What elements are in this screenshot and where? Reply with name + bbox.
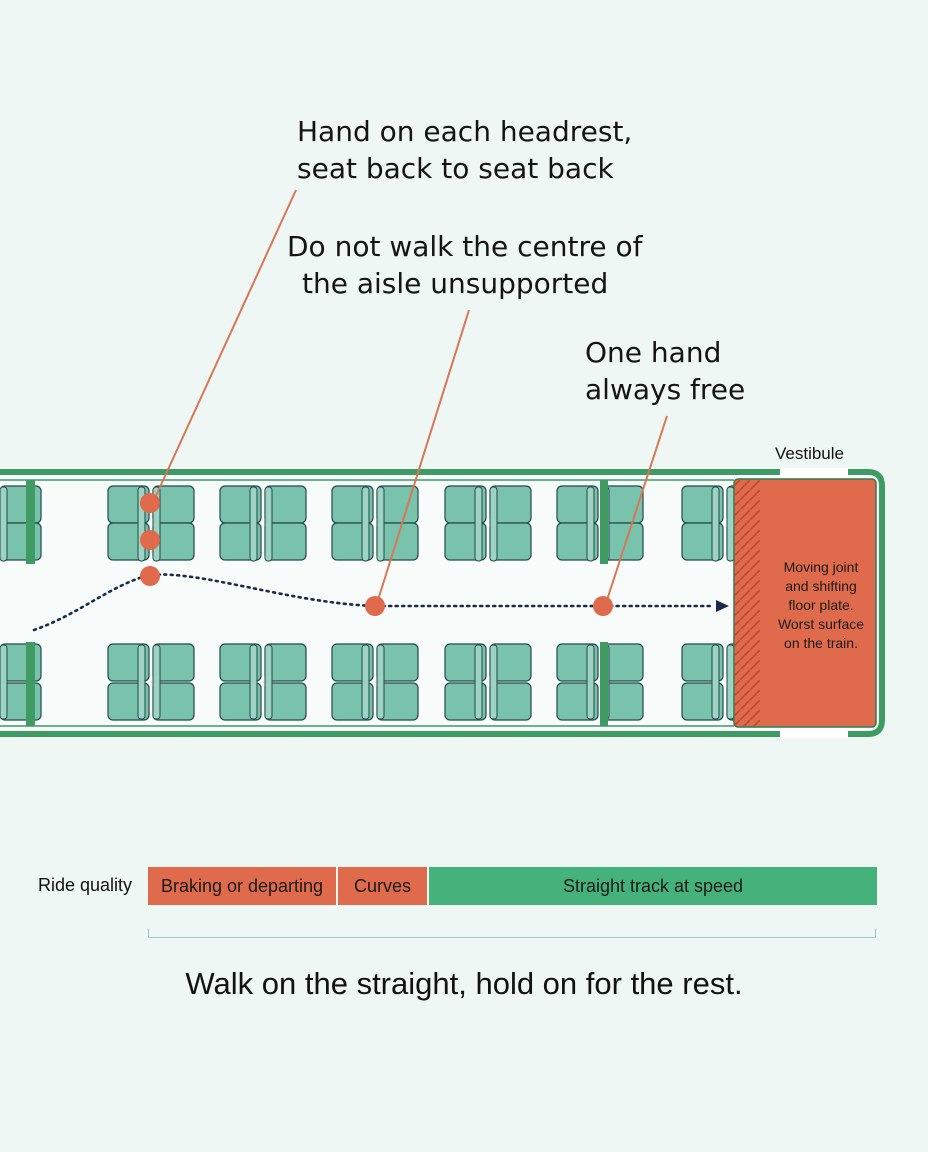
seat-back (376, 486, 385, 562)
timeline-bracket (148, 929, 876, 938)
walking-path (32, 573, 714, 632)
seat-back (0, 644, 8, 720)
tagline: Walk on the straight, hold on for the re… (185, 966, 743, 1001)
callout-line: Do not walk the centre of (287, 230, 643, 263)
note-line: Moving joint (783, 559, 859, 575)
seat-back (474, 644, 483, 720)
leader-line (377, 309, 470, 601)
segment-straight-track: Straight track at speed (429, 867, 877, 905)
callout-line: always free (585, 373, 746, 406)
seat-back (489, 644, 498, 720)
seat-back (726, 486, 735, 562)
callout-line: the aisle unsupported (302, 267, 609, 300)
seat-back (376, 644, 385, 720)
moving-joint-note: Moving joint and shifting floor plate. W… (766, 558, 876, 653)
seat-back (249, 486, 258, 562)
partition (600, 480, 608, 564)
path-arrowhead (716, 600, 729, 612)
leader-line (606, 415, 668, 601)
segment-braking-or-departing: Braking or departing (148, 867, 336, 905)
door-bottom (780, 729, 848, 738)
leader-line (154, 189, 297, 499)
seat-back (726, 644, 735, 720)
headrest-marker (140, 530, 160, 550)
callout-aisle: Do not walk the centre of the aisle unsu… (287, 228, 643, 302)
seat-back (137, 644, 146, 720)
callout-line: Hand on each headrest, (297, 115, 633, 148)
note-line: on the train. (784, 635, 858, 651)
seat-back (586, 644, 595, 720)
partition (26, 642, 35, 726)
seat-back (586, 486, 595, 562)
seat-back (711, 486, 720, 562)
seat-back (361, 644, 370, 720)
seat-back (711, 644, 720, 720)
seat-back (361, 486, 370, 562)
partition (26, 480, 35, 564)
callout-line: seat back to seat back (297, 152, 614, 185)
gangway-hatching (734, 480, 760, 726)
seat-rows (0, 485, 769, 721)
headrest-marker (140, 566, 160, 586)
segment-curves: Curves (338, 867, 427, 905)
seat-back (249, 644, 258, 720)
note-line: and shifting (785, 578, 857, 594)
partition (600, 642, 608, 726)
seat-back (489, 486, 498, 562)
note-line: Worst surface (777, 616, 865, 632)
seat-back (264, 486, 273, 562)
note-line: floor plate. (788, 597, 854, 613)
ride-quality-label: Ride quality (38, 875, 133, 895)
vestibule-label: Vestibule (775, 444, 844, 463)
headrest-marker (140, 493, 160, 513)
callout-free-hand: One hand always free (585, 334, 745, 408)
seat-back (474, 486, 483, 562)
seat-back (0, 486, 8, 562)
aisle-marker (365, 596, 385, 616)
free-hand-marker (593, 596, 613, 616)
callout-headrest: Hand on each headrest, seat back to seat… (297, 113, 632, 187)
door-top (780, 468, 848, 477)
seat-back (152, 644, 161, 720)
callout-line: One hand (585, 336, 722, 369)
seat-back (264, 644, 273, 720)
